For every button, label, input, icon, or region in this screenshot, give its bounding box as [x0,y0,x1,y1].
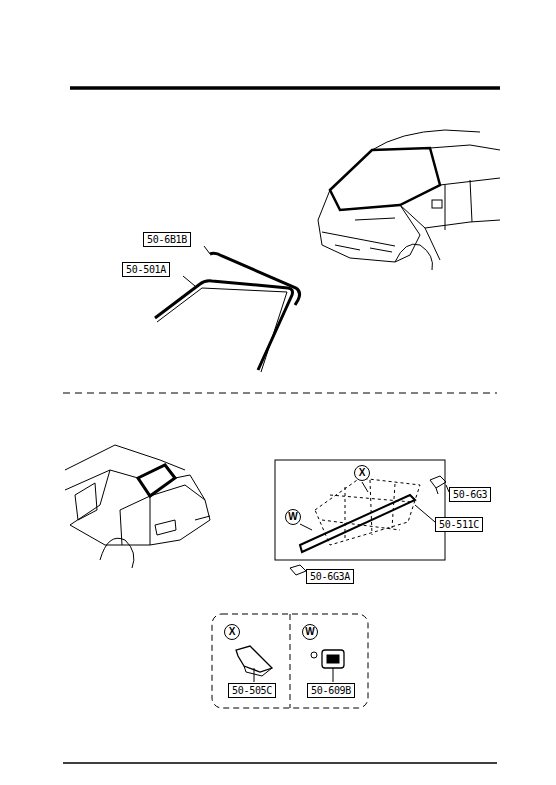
part-number-box: 50-6B1B [143,232,191,247]
part-number-box: 50-6G3A [306,569,354,584]
part-number: 50-511C [439,519,479,530]
view-letter: X [359,467,366,478]
view-letter: W [288,511,297,522]
part-number-box: 50-511C [435,517,483,532]
part-number: 50-609B [311,685,351,696]
part-number-box: 50-505C [228,683,276,698]
part-number-box: 50-6G3 [449,487,491,502]
part-number: 50-501A [126,264,166,275]
view-letter: X [229,626,236,637]
view-letter-circle: X [224,624,240,640]
view-letter-circle: W [302,624,318,640]
part-number: 50-6G3 [453,489,487,500]
part-number: 50-6B1B [147,234,187,245]
part-number-box: 50-609B [307,683,355,698]
part-number: 50-505C [232,685,272,696]
view-letter-circle: W [285,509,301,525]
part-number: 50-6G3A [310,571,350,582]
view-letter-circle: X [354,465,370,481]
part-number-box: 50-501A [122,262,170,277]
view-letter: W [305,626,314,637]
